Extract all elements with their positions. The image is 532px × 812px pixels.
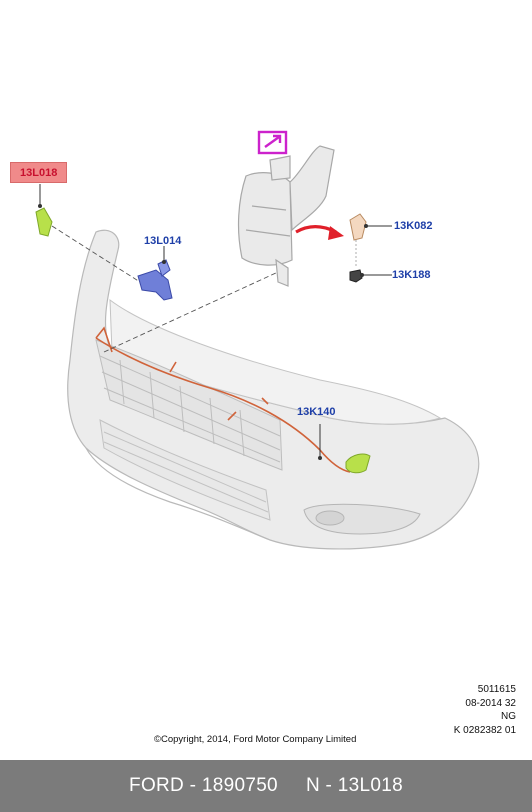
lower-grille (99, 419, 271, 521)
callout-13K082[interactable]: 13K082 (394, 220, 433, 232)
callout-13K188[interactable]: 13K188 (392, 269, 431, 281)
part-13L014 (137, 246, 173, 301)
washer-reservoir (237, 145, 335, 287)
callout-13L018[interactable]: 13L018 (10, 162, 68, 183)
footer-reference: N - 13L018 (305, 775, 403, 796)
part-13K082 (349, 213, 392, 266)
footer-bar: FORD - 1890750 N - 13L018 (0, 760, 532, 812)
grille (95, 339, 283, 471)
meta-line-1: 5011615 (477, 684, 516, 695)
meta-line-3: NG (501, 711, 516, 722)
part-13L018 (35, 184, 53, 237)
callout-13K140[interactable]: 13K140 (297, 406, 336, 418)
nozzle-cover-right (345, 453, 371, 474)
callout-13L014[interactable]: 13L014 (144, 235, 182, 247)
parts-diagram (35, 130, 480, 550)
bumper-surface (109, 298, 442, 425)
meta-line-4: K 0282382 01 (453, 724, 516, 736)
leader-13K140 (318, 424, 322, 460)
wiring-harness (95, 326, 351, 473)
footer-part-number: FORD - 1890750 (129, 775, 278, 796)
diagram-metadata: 5011615 08-2014 32 NG K 0282382 01 (454, 683, 516, 737)
meta-line-2: 08-2014 32 (465, 697, 516, 709)
leader-lines (51, 225, 279, 353)
copyright-notice: ©Copyright, 2014, Ford Motor Company Lim… (154, 734, 357, 745)
fog-lamp-bezel (303, 503, 421, 535)
part-13K188 (349, 269, 392, 283)
pencil-arrow-icon[interactable] (257, 130, 288, 155)
direction-arrow (295, 225, 344, 240)
